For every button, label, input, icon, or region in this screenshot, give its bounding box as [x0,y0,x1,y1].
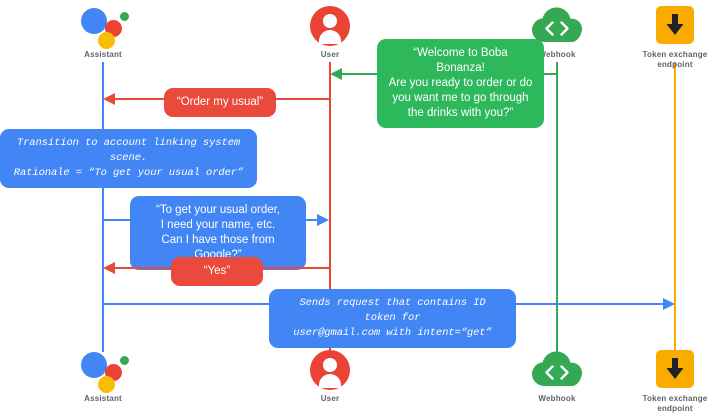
assistant-dot-blue [81,352,107,378]
arrowhead-icon [330,68,342,80]
actor-label-assistant: Assistant [84,50,122,59]
actor-label-endpoint: Token exchange endpoint [642,50,708,69]
actor-webhook-bottom: Webhook [497,349,617,404]
assistant-dot-yellow [98,32,115,49]
icon-wrap [43,5,163,49]
user-body-shape [319,374,341,388]
lifeline-user [329,62,331,352]
lifeline-webhook [556,62,558,352]
cloud-code-icon [532,7,582,45]
user-head-shape [323,14,337,28]
actor-label-endpoint: Token exchange endpoint [642,394,708,413]
message-yes: “Yes” [171,257,263,286]
lifeline-endpoint [674,62,676,352]
actor-label-webhook: Webhook [538,394,576,403]
download-box-icon [656,6,694,44]
actor-assistant-top: Assistant [43,5,163,60]
icon-wrap [270,5,390,47]
icon-wrap [43,349,163,393]
arrowhead-icon [103,262,115,274]
lifeline-assistant [102,62,104,352]
user-head-shape [323,358,337,372]
icon-wrap [497,349,617,391]
actor-user-top: User [270,5,390,60]
icon-wrap [270,349,390,391]
message-transition-scene: Transition to account linking system sce… [0,129,257,188]
user-avatar-icon [310,6,350,46]
actor-endpoint-top: Token exchange endpoint [615,5,725,70]
arrowhead-icon [103,93,115,105]
message-welcome: “Welcome to Boba Bonanza! Are you ready … [377,39,544,128]
google-assistant-icon [75,5,131,49]
cloud-code-icon [532,351,582,389]
assistant-dot-green [120,12,129,21]
message-sends-id-token: Sends request that contains ID token for… [269,289,516,348]
actor-label-webhook: Webhook [538,50,576,59]
actor-label-user: User [320,394,340,403]
google-assistant-icon [75,349,131,393]
icon-wrap [615,5,725,47]
actor-webhook-top: Webhook [497,5,617,60]
download-arrow-icon [666,358,684,379]
assistant-dot-blue [81,8,107,34]
actor-label-assistant: Assistant [84,394,122,403]
icon-wrap [615,349,725,391]
user-avatar-icon [310,350,350,390]
actor-endpoint-bottom: Token exchange endpoint [615,349,725,414]
arrowhead-icon [663,298,675,310]
assistant-dot-green [120,356,129,365]
arrowhead-icon [317,214,329,226]
actor-user-bottom: User [270,349,390,404]
actor-assistant-bottom: Assistant [43,349,163,404]
actor-label-user: User [320,50,340,59]
message-order-my-usual: “Order my usual” [164,88,276,117]
download-box-icon [656,350,694,388]
download-arrow-icon [666,14,684,35]
assistant-dot-yellow [98,376,115,393]
icon-wrap [497,5,617,47]
user-body-shape [319,30,341,44]
